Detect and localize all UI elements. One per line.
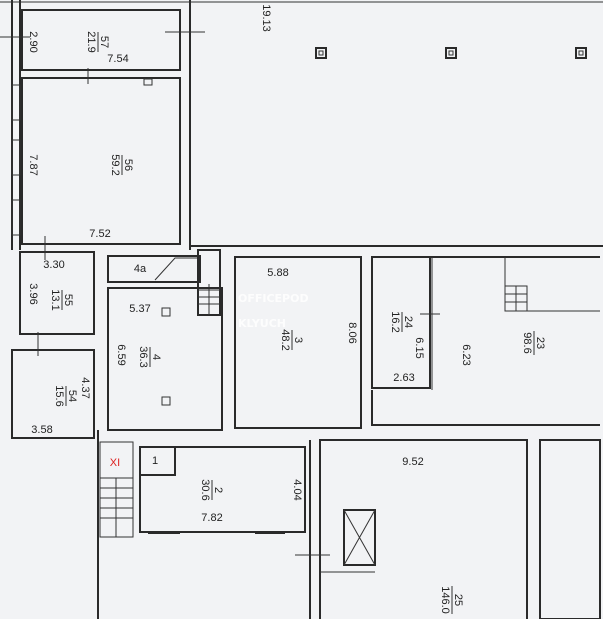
room-4[interactable]: 4 36.3 5.37 6.59 xyxy=(107,287,223,431)
room-4a[interactable]: 4a xyxy=(107,255,201,283)
room-2[interactable]: 2 30.6 4.04 7.82 xyxy=(139,446,306,534)
room-area: 30.6 xyxy=(199,479,211,500)
room-number: 4a xyxy=(134,263,147,275)
room-area: 36.3 xyxy=(137,346,149,367)
room-25[interactable]: 25 146.0 9.52 xyxy=(295,439,528,619)
room-number: 25 xyxy=(452,594,464,606)
svg-text:KLYUCH: KLYUCH xyxy=(238,317,286,330)
dimension: 2.90 xyxy=(27,31,39,52)
room-area: 98.6 xyxy=(521,332,533,353)
overall-dimension: 19.13 xyxy=(260,4,272,32)
dimension: 8.06 xyxy=(346,322,358,343)
column-markers xyxy=(315,47,587,59)
dimension: 5.88 xyxy=(267,267,288,279)
room-area: 48.2 xyxy=(279,329,291,350)
room-24[interactable]: 24 16.2 6.15 2.63 xyxy=(371,256,440,390)
dimension: 4.04 xyxy=(291,479,303,500)
room-1[interactable]: 1 xyxy=(139,446,176,476)
dimension: 3.30 xyxy=(43,259,64,271)
room-56[interactable]: 56 59.2 7.87 7.52 xyxy=(21,77,181,245)
svg-text:OFFICEPOD: OFFICEPOD xyxy=(238,292,309,305)
windows xyxy=(11,84,21,236)
room-number: 24 xyxy=(402,316,414,328)
room-number: 56 xyxy=(122,159,134,171)
room-number: 2 xyxy=(212,487,224,493)
room-57[interactable]: 57 21.9 2.90 7.54 xyxy=(21,9,181,71)
room-adjacent xyxy=(539,439,601,619)
room-area: 13.1 xyxy=(49,289,61,310)
room-area: 15.6 xyxy=(53,385,65,406)
room-number: 57 xyxy=(98,36,110,48)
stairs xyxy=(99,441,134,538)
room-area: 21.9 xyxy=(85,31,97,52)
dimension: 6.59 xyxy=(115,344,127,365)
dimension: 4.37 xyxy=(79,377,91,398)
watermark: OFFICEPOD KLYUCH xyxy=(238,292,309,330)
dimension: 6.15 xyxy=(413,337,425,358)
dimension: 7.87 xyxy=(27,154,39,175)
dimension: 9.52 xyxy=(402,456,423,468)
dimension: 5.37 xyxy=(129,303,150,315)
room-area: 16.2 xyxy=(389,311,401,332)
dimension: 7.54 xyxy=(107,53,128,65)
dimension: 3.96 xyxy=(27,283,39,304)
stairs xyxy=(197,249,221,316)
dimension: 7.52 xyxy=(89,228,110,240)
room-55[interactable]: 55 13.1 3.30 3.96 xyxy=(19,251,95,335)
room-number: 23 xyxy=(534,337,546,349)
stair-mark: XI xyxy=(110,457,120,469)
room-number: 54 xyxy=(66,390,78,402)
room-23[interactable]: 23 98.6 6.23 xyxy=(371,256,600,426)
room-number: 1 xyxy=(152,455,158,467)
room-number: 55 xyxy=(62,294,74,306)
room-number: 3 xyxy=(292,337,304,343)
room-area: 146.0 xyxy=(439,586,451,614)
dimension: 6.23 xyxy=(460,344,472,365)
room-54[interactable]: 54 15.6 4.37 3.58 xyxy=(11,349,95,439)
room-3[interactable]: 3 48.2 5.88 8.06 xyxy=(234,256,362,429)
room-number: 4 xyxy=(150,354,162,360)
dimension: 7.82 xyxy=(201,512,222,524)
dimension: 3.58 xyxy=(31,424,52,436)
dimension: 2.63 xyxy=(393,372,414,384)
room-area: 59.2 xyxy=(109,154,121,175)
